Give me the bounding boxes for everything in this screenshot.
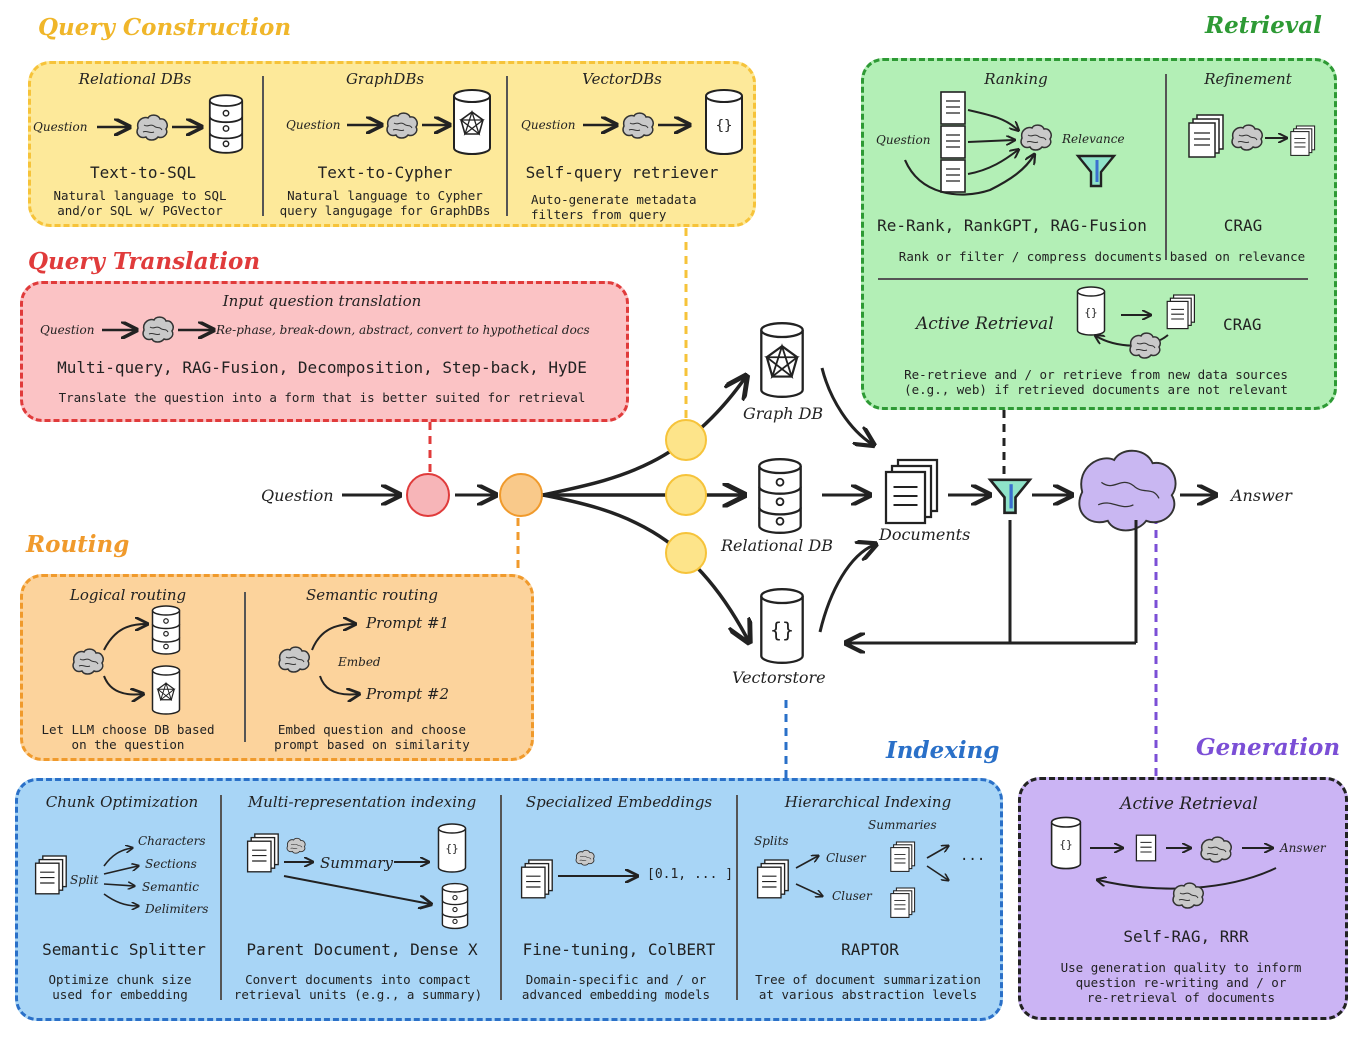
divider bbox=[506, 76, 508, 216]
prompt-1-label: Prompt #1 bbox=[366, 614, 450, 632]
question-label: Question bbox=[40, 323, 95, 337]
divider bbox=[1165, 74, 1167, 260]
panel-header: Multi-representation indexing bbox=[247, 793, 477, 811]
relevance-label: Relevance bbox=[1062, 132, 1125, 146]
chunk-item: Characters bbox=[138, 834, 206, 848]
graph-database-icon bbox=[752, 326, 814, 396]
panel-header: Active Retrieval bbox=[1120, 794, 1258, 814]
query-construction-box bbox=[28, 61, 756, 227]
splits-label: Splits bbox=[754, 834, 789, 848]
ellipsis-label: ... bbox=[960, 848, 986, 864]
divider bbox=[878, 278, 1308, 280]
method-name: Self-RAG, RRR bbox=[1123, 927, 1249, 946]
translation-flow-label: Re-phase, break-down, abstract, convert … bbox=[216, 323, 590, 337]
graph-db-label: Graph DB bbox=[743, 404, 824, 423]
divider bbox=[220, 795, 222, 1000]
routing-title: Routing bbox=[26, 531, 130, 558]
method-name: Text-to-SQL bbox=[90, 163, 196, 182]
embed-label: Embed bbox=[338, 655, 381, 669]
chunk-item: Semantic bbox=[142, 880, 199, 894]
panel-header: Ranking bbox=[984, 70, 1048, 88]
summary-label: Summary bbox=[320, 854, 393, 872]
question-label: Question bbox=[876, 133, 931, 147]
query-translation-title: Query Translation bbox=[28, 248, 261, 275]
answer-label: Answer bbox=[1231, 486, 1292, 505]
split-label: Split bbox=[70, 873, 99, 887]
cluster-label: Cluser bbox=[832, 889, 872, 903]
panel-header: Refinement bbox=[1204, 70, 1292, 88]
chunk-item: Sections bbox=[145, 857, 197, 871]
vector-label: [0.1, ... ] bbox=[647, 867, 734, 882]
question-label: Question bbox=[286, 118, 341, 132]
brain-icon bbox=[1080, 455, 1175, 530]
method-name: Text-to-Cypher bbox=[317, 163, 453, 182]
panel-header: Specialized Embeddings bbox=[525, 793, 713, 811]
question-label: Question bbox=[33, 120, 88, 134]
panel-header: Relational DBs bbox=[78, 70, 192, 88]
vector-database-icon bbox=[752, 590, 814, 662]
method-name: Self-query retriever bbox=[525, 163, 719, 182]
generation-title: Generation bbox=[1196, 734, 1341, 761]
method-name: Re-Rank, RankGPT, RAG-Fusion bbox=[877, 216, 1147, 235]
vectorstore-label: Vectorstore bbox=[732, 668, 826, 687]
method-name: CRAG bbox=[1223, 216, 1263, 235]
question-label: Question bbox=[521, 118, 576, 132]
panel-header: Logical routing bbox=[69, 586, 187, 604]
retrieval-title: Retrieval bbox=[1205, 12, 1322, 39]
database-icon bbox=[750, 458, 812, 534]
indexing-title: Indexing bbox=[886, 737, 1000, 764]
document-icon bbox=[880, 446, 936, 522]
query-construction-title: Query Construction bbox=[38, 14, 292, 41]
documents-label: Documents bbox=[879, 525, 971, 544]
panel-header: VectorDBs bbox=[582, 70, 662, 88]
method-name: Multi-query, RAG-Fusion, Decomposition, … bbox=[57, 358, 587, 377]
filter-icon bbox=[988, 474, 1030, 518]
panel-header: Chunk Optimization bbox=[45, 793, 199, 811]
method-name: CRAG bbox=[1223, 315, 1262, 334]
panel-header: Semantic routing bbox=[306, 586, 438, 604]
divider bbox=[500, 795, 502, 1000]
method-name: RAPTOR bbox=[841, 940, 899, 959]
method-name: Parent Document, Dense X bbox=[246, 940, 478, 959]
summaries-label: Summaries bbox=[868, 818, 937, 832]
divider bbox=[262, 76, 264, 216]
svg-text:{}: {} bbox=[770, 618, 794, 642]
svg-text:{}: {} bbox=[1059, 838, 1072, 851]
method-desc: Rank or filter / compress documents base… bbox=[898, 249, 1306, 264]
prompt-2-label: Prompt #2 bbox=[366, 685, 450, 703]
panel-header: Hierarchical Indexing bbox=[784, 793, 952, 811]
method-name: Fine-tuning, ColBERT bbox=[522, 940, 716, 959]
routing-box bbox=[20, 574, 534, 761]
divider bbox=[244, 592, 246, 742]
method-desc: Translate the question into a form that … bbox=[58, 390, 586, 405]
method-desc: Re-retrieve and / or retrieve from new d… bbox=[904, 367, 1288, 397]
svg-text:{}: {} bbox=[716, 118, 733, 134]
panel-header: GraphDBs bbox=[345, 70, 425, 88]
panel-header: Active Retrieval bbox=[916, 314, 1054, 334]
svg-text:{}: {} bbox=[445, 842, 458, 855]
relational-db-label: Relational DB bbox=[721, 536, 833, 555]
query-translation-box bbox=[20, 281, 629, 422]
question-label: Question bbox=[261, 486, 334, 505]
panel-header: Input question translation bbox=[222, 292, 422, 310]
answer-label: Answer bbox=[1280, 841, 1326, 855]
chunk-item: Delimiters bbox=[145, 902, 209, 916]
indexing-box bbox=[15, 778, 1003, 1021]
divider bbox=[736, 795, 738, 1000]
cluster-label: Cluser bbox=[826, 851, 866, 865]
method-name: Semantic Splitter bbox=[42, 940, 206, 959]
svg-text:{}: {} bbox=[1084, 306, 1097, 319]
